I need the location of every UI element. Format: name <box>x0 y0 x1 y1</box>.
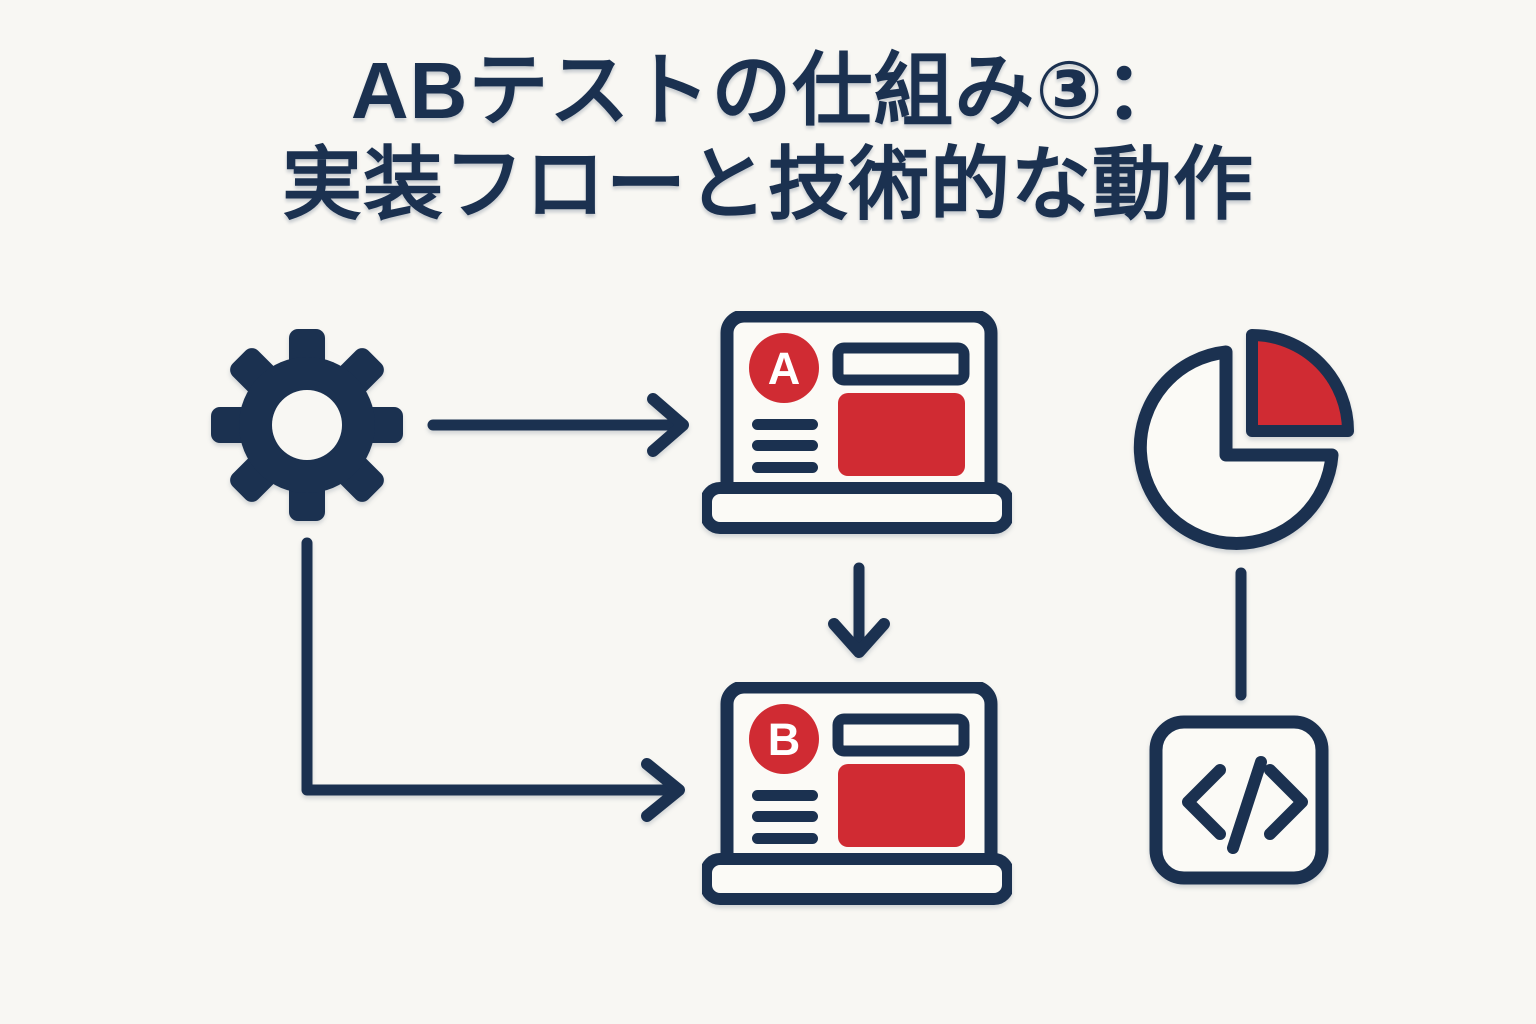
pie-body <box>1133 345 1339 550</box>
text-line <box>752 833 818 844</box>
gear-icon <box>211 329 403 521</box>
code-box <box>1149 715 1329 885</box>
code-left-angle-bracket <box>1182 764 1226 840</box>
arrow-gear-to-variant-b <box>301 537 685 822</box>
code-right-angle-bracket <box>1264 764 1308 840</box>
text-line <box>752 440 818 451</box>
code-slash <box>1227 756 1267 854</box>
content-block <box>838 764 965 847</box>
header-bar <box>832 342 970 386</box>
title-line-2: 実装フローと技術的な動作 <box>282 139 1254 229</box>
text-line <box>752 790 818 801</box>
pie-slice-red <box>1246 329 1354 437</box>
laptop-browser-variant-b-icon: B <box>702 682 1012 905</box>
title-line-1: ABテストの仕組み③： <box>350 46 1186 135</box>
header-bar <box>832 713 970 757</box>
text-line <box>752 462 818 473</box>
code-block-icon <box>1149 715 1329 885</box>
arrow-gear-to-variant-a <box>427 393 689 457</box>
laptop-browser-variant-a-icon: A <box>702 311 1012 534</box>
arrowhead <box>647 393 689 457</box>
content-block <box>838 393 965 476</box>
variant-b-badge <box>749 704 819 774</box>
variant-a-badge <box>749 333 819 403</box>
gear-hub-hole <box>272 390 342 460</box>
variant-b-badge-label: B <box>768 714 801 765</box>
variant-a-badge-label: A <box>768 343 801 394</box>
connector-pie-to-code <box>1235 567 1247 701</box>
text-line <box>752 811 818 822</box>
arrow-variant-a-to-variant-b <box>828 562 890 658</box>
pie-chart-icon <box>1133 329 1354 550</box>
laptop-base <box>702 853 1012 905</box>
arrowhead <box>828 618 890 658</box>
laptop-base <box>702 482 1012 534</box>
text-line <box>752 419 818 430</box>
page-title: ABテストの仕組み③： 実装フローと技術的な動作 <box>0 44 1536 231</box>
arrowhead <box>641 758 685 822</box>
